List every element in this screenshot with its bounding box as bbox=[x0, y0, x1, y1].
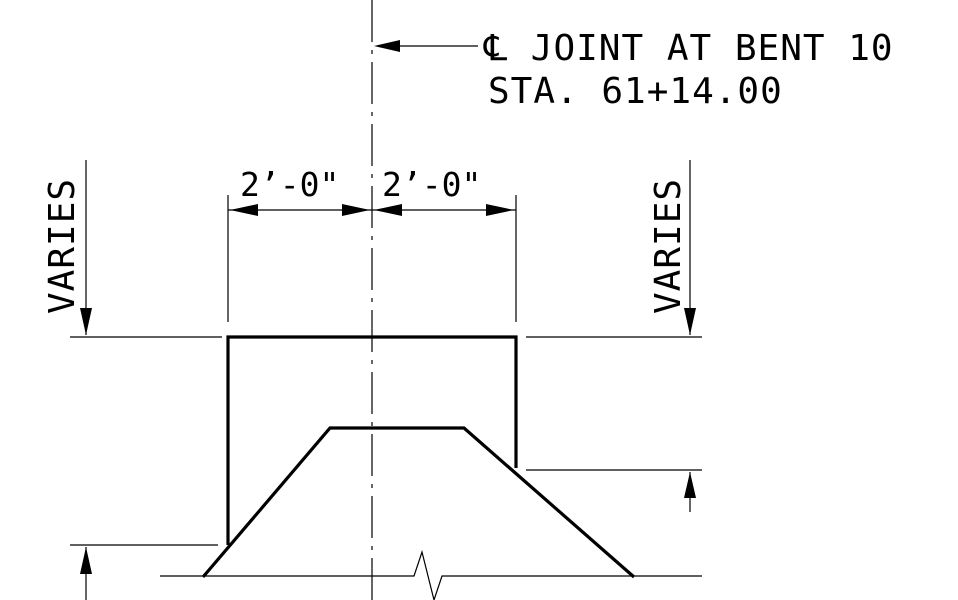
pedestal-outline bbox=[201, 426, 636, 579]
callout-station-label: STA. 61+14.00 bbox=[488, 71, 783, 112]
right-varies-dimension-line bbox=[684, 160, 696, 512]
left-width-dimension-line bbox=[228, 204, 372, 216]
right-width-dimension-line bbox=[372, 204, 516, 216]
baseline-break-line bbox=[160, 549, 702, 600]
callout-leader bbox=[374, 40, 478, 52]
block-outline bbox=[226, 335, 518, 545]
left-varies-label: VARIES bbox=[42, 178, 83, 314]
callout-joint-label: ℄ JOINT AT BENT 10 bbox=[483, 28, 894, 69]
right-varies-label: VARIES bbox=[648, 178, 689, 314]
left-width-label: 2’-0" bbox=[240, 165, 339, 204]
right-width-label: 2’-0" bbox=[382, 165, 481, 204]
left-varies-dimension-line bbox=[80, 160, 92, 600]
